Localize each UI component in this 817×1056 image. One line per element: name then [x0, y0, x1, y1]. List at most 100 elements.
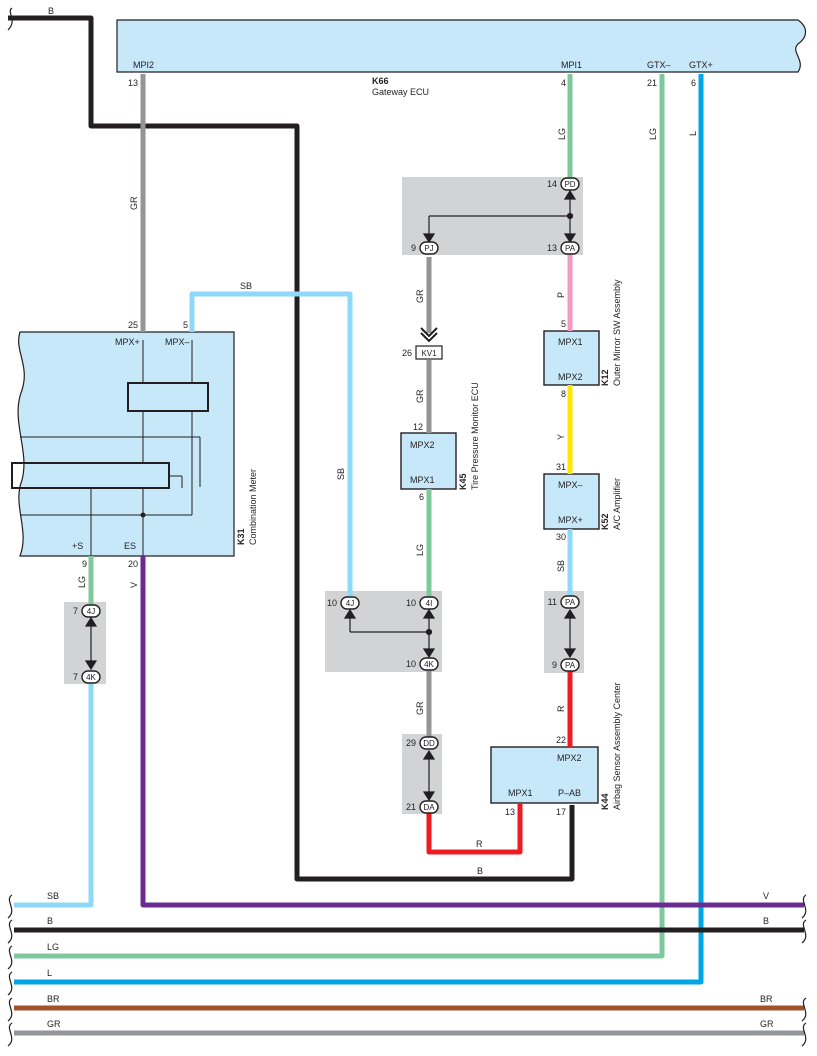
bus-label-right: B: [763, 916, 769, 926]
bus-label-left: BR: [47, 994, 60, 1004]
connector-pd: PD 14: [547, 177, 580, 191]
meter-pin-label: ES: [124, 541, 136, 551]
gateway-ecu-code: K66: [372, 76, 389, 86]
svg-text:9: 9: [552, 660, 557, 670]
connector-4j-mid: 4J 10: [327, 596, 360, 610]
svg-text:DA: DA: [423, 803, 435, 812]
gateway-ecu: MPI2 MPI1 GTX– GTX+ K66 Gateway ECU: [116, 19, 807, 97]
break-marks: [7, 7, 807, 1047]
wire-label: B: [48, 6, 54, 16]
airbag-sensor-box: [490, 746, 599, 804]
pin-number: 13: [505, 807, 515, 817]
meter-name: Combination Meter: [248, 469, 258, 545]
pin-number: 13: [128, 78, 138, 88]
connector-4j-left: 4J 7: [73, 604, 101, 618]
outer-mirror-sw-box: [543, 330, 600, 386]
tpms-name: Tire Pressure Monitor ECU: [470, 382, 480, 490]
svg-text:4J: 4J: [87, 607, 95, 616]
svg-text:14: 14: [547, 179, 557, 189]
svg-text:29: 29: [406, 738, 416, 748]
pin-number: 12: [413, 422, 423, 432]
bus-label-left: B: [47, 916, 53, 926]
wire-label: L: [688, 131, 698, 136]
airbag-pin-label: MPX2: [557, 753, 582, 763]
svg-text:4K: 4K: [86, 673, 96, 682]
wire-label: LG: [415, 544, 425, 556]
tpms-code: K45: [458, 473, 468, 490]
svg-text:7: 7: [73, 606, 78, 616]
wire-label: SB: [336, 468, 346, 480]
svg-text:21: 21: [406, 802, 416, 812]
wire-b-top: [8, 15, 575, 882]
wire-sb-bus: [14, 683, 94, 908]
gateway-ecu-pin-label: MPI1: [561, 60, 582, 70]
svg-text:4I: 4I: [426, 599, 433, 608]
meter-pin-label: MPX+: [115, 337, 140, 347]
ac-pin-label: MPX+: [558, 515, 583, 525]
svg-text:9: 9: [411, 243, 416, 253]
svg-text:7: 7: [73, 672, 78, 682]
mirror-pin-label: MPX2: [558, 372, 583, 382]
pin-number: 9: [82, 559, 87, 569]
wire-label: B: [477, 866, 483, 876]
wire-label: LG: [77, 576, 87, 588]
wire-r-da: [426, 803, 523, 855]
tire-pressure-ecu-box: [400, 432, 457, 490]
wire-label: R: [476, 839, 483, 849]
outer-mirror-sw: MPX1 MPX2 K12 Outer Mirror SW Assembly: [543, 279, 622, 386]
wire-label: R: [556, 705, 566, 712]
meter-pin-label: +S: [72, 541, 83, 551]
svg-text:11: 11: [548, 597, 557, 607]
meter-junction-dot: [140, 512, 146, 518]
pin-number: 30: [556, 532, 566, 542]
wire-label: SB: [556, 560, 566, 572]
wire-label: LG: [648, 128, 658, 140]
gateway-ecu-pin-label: GTX+: [689, 60, 713, 70]
pin-number: 4: [561, 78, 566, 88]
bus-label-right: V: [763, 891, 769, 901]
bus-label-right: BR: [760, 994, 773, 1004]
svg-text:10: 10: [406, 659, 416, 669]
combination-meter: MPX+ MPX– +S ES K31 Combination Meter: [11, 331, 258, 557]
pin-number: 8: [561, 389, 566, 399]
svg-text:PJ: PJ: [424, 244, 433, 253]
svg-text:10: 10: [327, 598, 337, 608]
gateway-ecu-pin-label: MPI2: [133, 60, 154, 70]
svg-text:PA: PA: [565, 661, 576, 670]
pin-numbers: 13 4 21 6 25 5 9 20 12 6 5 8 31 30 22 13…: [82, 78, 696, 817]
bus-label-left: LG: [47, 942, 59, 952]
pin-number: 5: [183, 320, 188, 330]
connector-pj: PJ 9: [411, 241, 439, 255]
svg-text:4J: 4J: [346, 599, 354, 608]
connector-pa-11: PA 11: [548, 595, 580, 609]
pin-number: 21: [647, 78, 657, 88]
svg-text:PA: PA: [565, 598, 576, 607]
svg-text:PD: PD: [564, 180, 575, 189]
mirror-code: K12: [600, 369, 610, 386]
mirror-pin-label: MPX1: [558, 337, 583, 347]
airbag-pin-label: P–AB: [558, 788, 581, 798]
gateway-ecu-panel: [116, 19, 807, 73]
ac-amplifier-box: [543, 473, 600, 530]
pin-number: 25: [128, 320, 138, 330]
bus-labels: SB V B B LG L BR BR GR GR: [47, 891, 774, 1029]
pin-number: 5: [561, 319, 566, 329]
connector-pa-9: PA 9: [552, 658, 580, 672]
meter-code: K31: [236, 528, 246, 545]
connector-4k-mid: 4K 10: [406, 657, 439, 671]
wire-l-gtx: [14, 74, 704, 985]
tire-pressure-ecu: MPX2 MPX1 K45 Tire Pressure Monitor ECU: [400, 382, 480, 490]
bus-label-left: L: [47, 968, 52, 978]
bus-label-right: GR: [760, 1019, 774, 1029]
meter-internal-circuit: [11, 340, 209, 556]
svg-text:KV1: KV1: [421, 349, 437, 358]
pin-number: 20: [128, 559, 138, 569]
connector-4k-left: 4K 7: [73, 670, 101, 684]
wire-label: GR: [415, 389, 425, 403]
wire-label: GR: [415, 289, 425, 303]
wire-labels: B GR LG LG L GR P SB SB GR Y LG SB LG V …: [48, 6, 698, 876]
bus-label-left: GR: [47, 1019, 61, 1029]
wire-label: V: [129, 582, 139, 588]
wire-label: GR: [129, 196, 139, 210]
